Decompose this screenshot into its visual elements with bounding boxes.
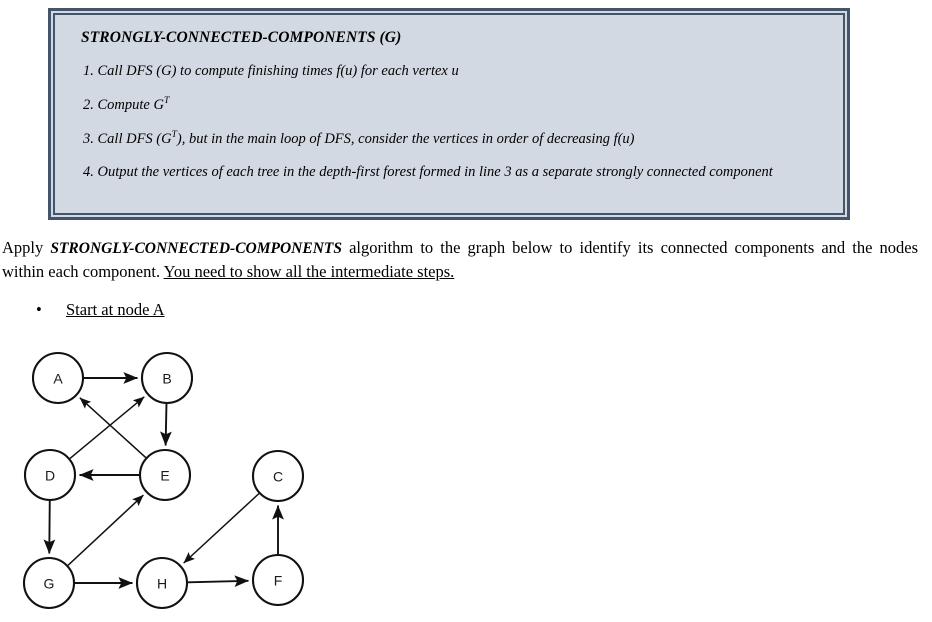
- pseudocode-step-2: 2. Compute GT: [81, 95, 833, 115]
- graph-node-a: A: [31, 351, 85, 405]
- graph-edges: [43, 372, 284, 589]
- node-circle-f: [251, 553, 305, 607]
- bullet-marker-icon: •: [36, 300, 42, 319]
- directed-graph-diagram: A B D E C G H F: [0, 338, 360, 622]
- bullet-list-item: • Start at node A: [36, 300, 165, 320]
- algorithm-name-emphasis: STRONGLY-CONNECTED-COMPONENTS: [50, 240, 342, 257]
- node-label-a: A: [53, 371, 63, 387]
- pseudocode-step-2-text: 2. Compute G: [83, 96, 164, 113]
- graph-edge-d-to-b: [69, 396, 145, 459]
- node-label-e: E: [160, 468, 169, 484]
- graph-node-d: D: [23, 448, 77, 502]
- node-label-c: C: [273, 469, 283, 485]
- paragraph-middle: algorithm to the graph below to identify…: [2, 238, 919, 281]
- graph-edge-e-to-a: [79, 397, 147, 459]
- node-label-g: G: [44, 576, 55, 592]
- node-circle-g: [22, 556, 76, 610]
- pseudocode-step-3: 3. Call DFS (GT), but in the main loop o…: [81, 129, 833, 149]
- node-label-d: D: [45, 468, 55, 484]
- graph-node-e: E: [138, 448, 192, 502]
- instruction-paragraph: Apply STRONGLY-CONNECTED-COMPONENTS algo…: [2, 236, 918, 283]
- node-circle-e: [138, 448, 192, 502]
- transpose-superscript: T: [163, 96, 170, 107]
- graph-node-b: B: [140, 351, 194, 405]
- pseudocode-step-3-suffix: ), but in the main loop of DFS, consider…: [176, 130, 635, 147]
- node-label-h: H: [157, 576, 167, 592]
- pseudocode-box: STRONGLY-CONNECTED-COMPONENTS (G) 1. Cal…: [48, 8, 850, 220]
- graph-canvas: A B D E C G H F: [22, 351, 305, 610]
- paragraph-underlined-note: You need to show all the intermediate st…: [163, 262, 455, 281]
- graph-edge-h-to-f: [187, 575, 249, 588]
- node-label-b: B: [162, 371, 171, 387]
- node-circle-a: [31, 351, 85, 405]
- graph-edge-g-to-e: [67, 494, 144, 566]
- graph-node-c: C: [251, 449, 305, 503]
- pseudocode-step-3-prefix: 3. Call DFS (G: [83, 130, 172, 147]
- transpose-superscript: T: [171, 130, 177, 141]
- paragraph-lead: Apply: [2, 238, 51, 257]
- pseudocode-step-4: 4. Output the vertices of each tree in t…: [83, 164, 773, 181]
- graph-nodes: A B D E C G H F: [22, 351, 305, 610]
- graph-edge-c-to-h: [183, 493, 260, 564]
- pseudocode-step-1: 1. Call DFS (G) to compute finishing tim…: [83, 63, 459, 79]
- graph-node-g: G: [22, 556, 76, 610]
- graph-edge-b-to-e: [160, 403, 172, 446]
- node-label-f: F: [274, 573, 283, 589]
- node-circle-d: [23, 448, 77, 502]
- pseudocode-title: STRONGLY-CONNECTED-COMPONENTS (G): [81, 29, 402, 46]
- graph-node-f: F: [251, 553, 305, 607]
- node-circle-b: [140, 351, 194, 405]
- bullet-item-label: Start at node A: [66, 300, 165, 319]
- node-circle-h: [135, 556, 189, 610]
- graph-node-h: H: [135, 556, 189, 610]
- node-circle-c: [251, 449, 305, 503]
- pseudocode-content: STRONGLY-CONNECTED-COMPONENTS (G) 1. Cal…: [81, 29, 833, 182]
